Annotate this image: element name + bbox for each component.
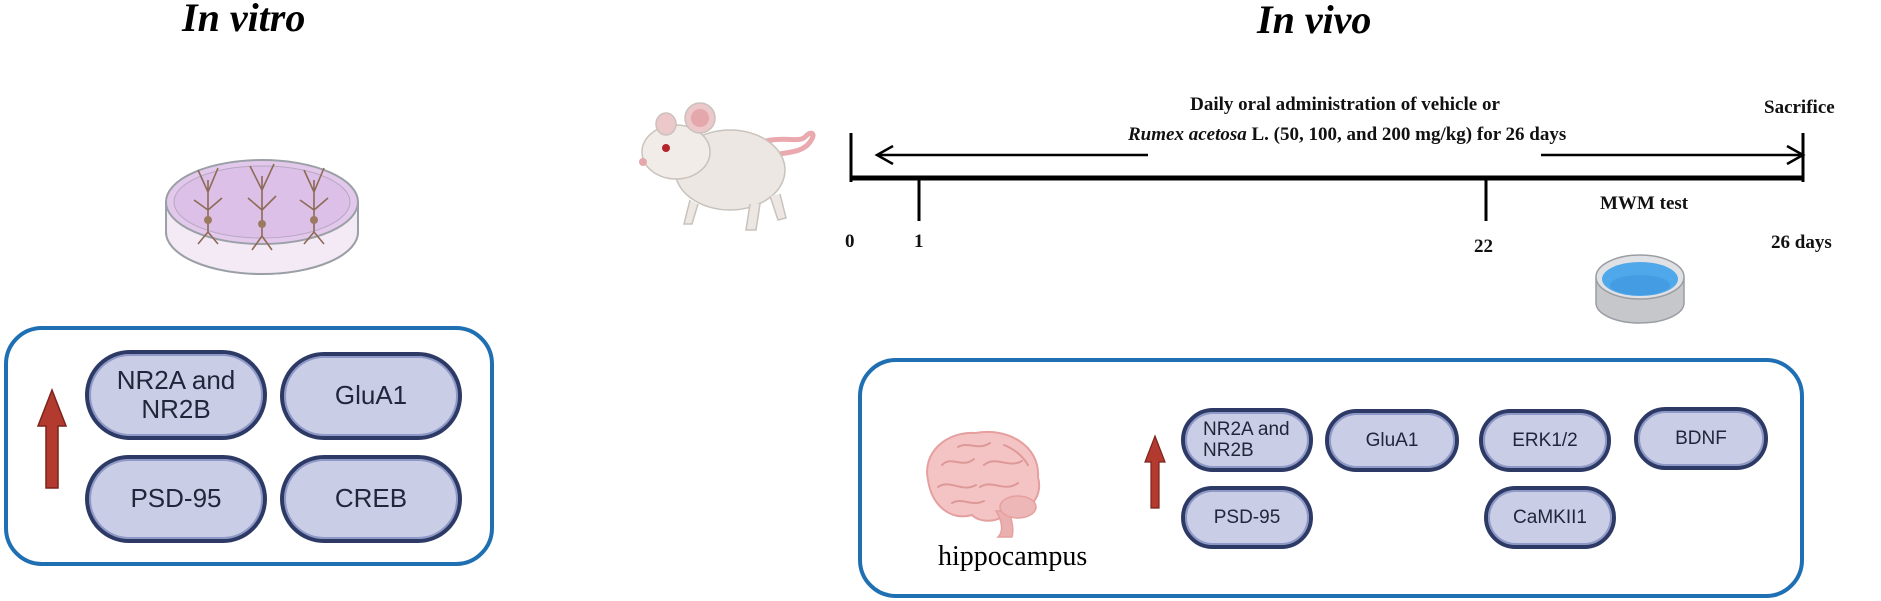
administration-text-line1: Daily oral administration of vehicle or [1190, 94, 1500, 115]
in-vivo-marker-erk1-2: ERK1/2 [1479, 409, 1611, 472]
in-vitro-marker-creb: CREB [280, 455, 462, 543]
administration-arrow-left [874, 144, 1148, 166]
tick-label-22: 22 [1474, 236, 1493, 257]
in-vitro-marker-glua1: GluA1 [280, 352, 462, 440]
in-vivo-marker-bdnf: BDNF [1634, 407, 1768, 470]
mouse-icon [639, 102, 816, 231]
in-vitro-marker-psd95: PSD-95 [85, 455, 267, 543]
in-vivo-marker-camkii1: CaMKII1 [1484, 486, 1616, 549]
administration-arrow-right [1541, 144, 1806, 166]
species-name: Rumex acetosa [1128, 124, 1247, 145]
in-vitro-title: In vitro [182, 0, 306, 40]
petri-dish-icon [165, 159, 359, 275]
in-vivo-marker-psd95: PSD-95 [1181, 486, 1313, 549]
water-maze-pool-icon [1595, 254, 1685, 324]
tick-label-26-days: 26 days [1771, 232, 1832, 253]
administration-dose-text: L. (50, 100, and 200 mg/kg) for 26 days [1246, 124, 1567, 145]
administration-text-line2: Rumex acetosa L. (50, 100, and 200 mg/kg… [1128, 124, 1566, 146]
upregulation-arrow-icon [36, 388, 68, 489]
in-vivo-marker-glua1: GluA1 [1325, 409, 1459, 472]
brain-icon [926, 430, 1041, 538]
sacrifice-label: Sacrifice [1764, 97, 1835, 118]
tick-label-0: 0 [845, 231, 855, 252]
in-vitro-marker-nr2a-nr2b: NR2A and NR2B [85, 350, 267, 440]
mwm-test-label: MWM test [1600, 193, 1689, 214]
in-vivo-title: In vivo [1257, 0, 1372, 42]
tick-label-1: 1 [914, 231, 924, 252]
tissue-label: hippocampus [938, 541, 1088, 572]
upregulation-arrow-icon [1144, 434, 1166, 509]
in-vivo-marker-nr2a-nr2b: NR2A and NR2B [1181, 408, 1313, 472]
